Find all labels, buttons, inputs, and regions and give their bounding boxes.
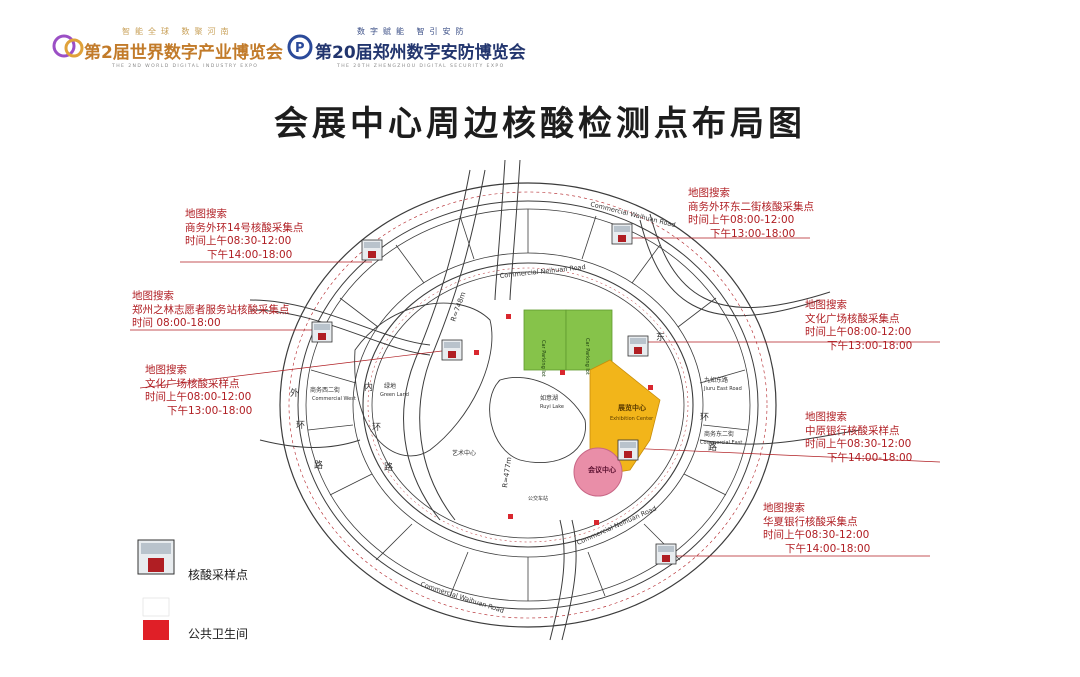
svg-text:Car Parking lot: Car Parking lot — [540, 340, 546, 377]
sampling-point-icon — [655, 543, 677, 565]
svg-text:展览中心: 展览中心 — [617, 403, 646, 412]
svg-text:会议中心: 会议中心 — [588, 465, 616, 474]
inner-ring-road — [362, 262, 694, 548]
parking-lot-east — [523, 309, 567, 371]
svg-text:九如东路: 九如东路 — [704, 376, 728, 384]
logo-20th-mark: P — [287, 34, 313, 60]
logo-world-digital-industry-expo: 智能全球 数聚河南 第2届世界数字产业博览会 THE 2ND WORLD DIG… — [50, 24, 283, 76]
sampling-point-icon — [361, 239, 383, 261]
svg-text:公交车站: 公交车站 — [528, 495, 548, 502]
legend-toilet-label: 公共卫生间 — [188, 627, 249, 641]
svg-text:路: 路 — [384, 461, 393, 473]
callout-c2: 地图搜索郑州之林志愿者服务站核酸采集点时间 08:00-18:00 — [132, 290, 290, 329]
svg-text:内: 内 — [364, 381, 373, 393]
logo-2-subtitle: THE 20TH ZHENGZHOU DIGITAL SECURITY EXPO — [337, 64, 505, 69]
outer-ring-road — [279, 182, 777, 628]
svg-text:环: 环 — [296, 420, 305, 431]
conference-center — [573, 447, 623, 497]
legend-toilet-red — [143, 620, 169, 640]
sampling-point-icon — [611, 223, 633, 245]
svg-text:路: 路 — [708, 441, 717, 453]
sampling-markers — [311, 223, 677, 565]
svg-text:Car Parking lot: Car Parking lot — [584, 338, 590, 375]
svg-text:路: 路 — [314, 459, 323, 471]
legend-sampling-icon — [137, 539, 175, 575]
legend-toilet-white — [142, 597, 170, 617]
svg-text:绿地: 绿地 — [384, 382, 396, 390]
green-land-area — [354, 302, 493, 457]
svg-text:外: 外 — [290, 387, 299, 399]
svg-text:Exhibition Center: Exhibition Center — [610, 416, 654, 422]
svg-text:Ruyi Lake: Ruyi Lake — [540, 404, 564, 410]
outer-ring-road-inner-edge — [297, 200, 759, 610]
svg-text:R=748m: R=748m — [449, 291, 467, 323]
parking-lot-west — [565, 309, 613, 371]
sampling-point-icon — [311, 321, 333, 343]
logo-2-name: 第20届郑州数字安防博览会 — [315, 43, 526, 63]
svg-text:环: 环 — [372, 422, 381, 433]
toilet-markers — [474, 314, 653, 525]
block-dividers — [307, 209, 749, 601]
logo-1-name: 第2届世界数字产业博览会 — [84, 43, 283, 63]
svg-text:Commercial West: Commercial West — [312, 396, 356, 402]
logo-1-slogan: 智能全球 数聚河南 — [122, 27, 234, 36]
logo-2nd-mark — [52, 34, 84, 58]
svg-text:艺术中心: 艺术中心 — [452, 449, 476, 457]
crossing-roads — [249, 159, 861, 641]
svg-text:如意湖: 如意湖 — [540, 394, 558, 402]
page-title: 会展中心周边核酸检测点布局图 — [274, 104, 806, 144]
sampling-point-icon — [627, 335, 649, 357]
svg-text:商务东二街: 商务东二街 — [704, 430, 734, 438]
logo-1-subtitle: THE 2ND WORLD DIGITAL INDUSTRY EXPO — [112, 64, 259, 69]
sampling-point-icon — [617, 439, 639, 461]
svg-text:东: 东 — [656, 331, 665, 343]
svg-text:Commercial East: Commercial East — [700, 440, 742, 446]
svg-text:环: 环 — [700, 412, 709, 423]
logo-2-slogan: 数字赋能 智引安防 — [357, 27, 469, 36]
label-outer-north: Commercial Waihuan Road — [590, 200, 677, 229]
svg-text:Green Land: Green Land — [380, 392, 409, 398]
logo-zhengzhou-security-expo: 数字赋能 智引安防 第20届郑州数字安防博览会 THE 20TH ZHENGZH… — [285, 24, 526, 76]
callout-guides — [130, 237, 941, 557]
sampling-point-icon — [441, 339, 463, 361]
svg-text:商务西二街: 商务西二街 — [310, 386, 340, 394]
ruyi-lake — [489, 376, 586, 464]
svg-text:Jiuru East Road: Jiuru East Road — [703, 386, 742, 392]
svg-text:R=477m: R=477m — [501, 456, 513, 488]
legend-sampling-label: 核酸采样点 — [188, 568, 249, 582]
svg-text:P: P — [295, 41, 305, 56]
